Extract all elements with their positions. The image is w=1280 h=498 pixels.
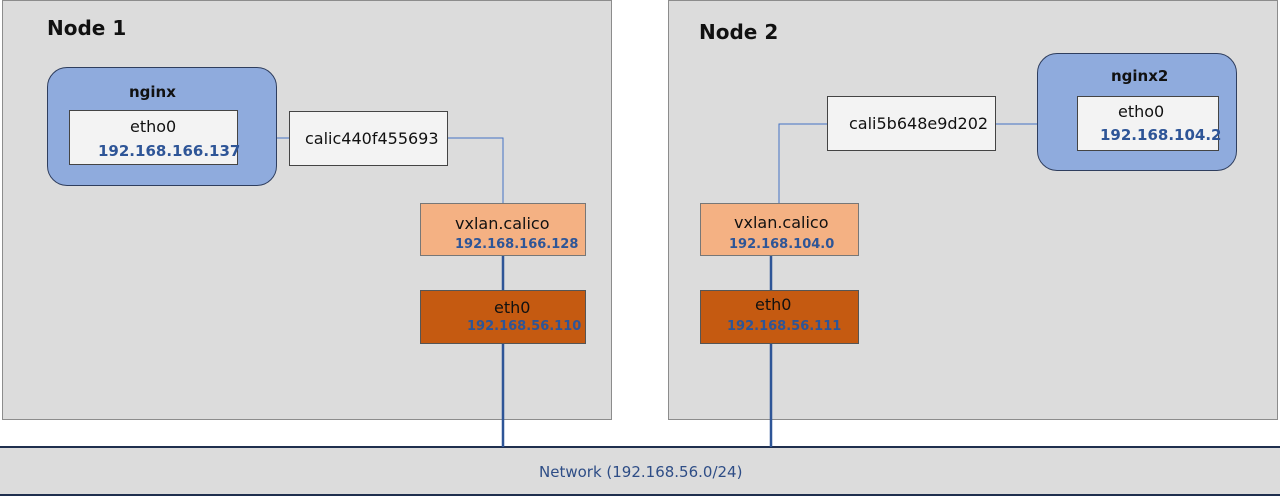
link-n1-veth-vxlan [448,137,504,203]
node-2-vxlan-interface: vxlan.calico 192.168.104.0 [700,203,859,256]
vxlan-name: vxlan.calico [734,213,829,232]
eth-ip: 192.168.56.111 [727,319,842,334]
node-2-title: Node 2 [699,20,779,44]
eth-name: eth0 [755,295,792,314]
node-2-pod-interface: etho0 192.168.104.2 [1077,96,1222,151]
veth-name: calic440f455693 [305,129,439,148]
pod-name: nginx2 [1111,67,1169,85]
eth-name: eth0 [494,298,531,317]
vxlan-ip: 192.168.104.0 [729,237,835,252]
pod-ip: 192.168.166.137 [98,142,241,160]
pod-ip: 192.168.104.2 [1100,126,1222,144]
network-label: Network (192.168.56.0/24) [539,463,743,481]
vxlan-name: vxlan.calico [455,214,550,233]
node-1-vxlan-interface: vxlan.calico 192.168.166.128 [420,203,586,256]
node-1-title: Node 1 [47,16,127,40]
link-n2-veth-vxlan [778,123,827,203]
network-bar: Network (192.168.56.0/24) [0,446,1280,496]
vxlan-ip: 192.168.166.128 [455,237,579,252]
node-1-eth-interface: eth0 192.168.56.110 [420,290,586,344]
eth-ip: 192.168.56.110 [467,319,582,334]
pod-name: nginx [129,83,176,101]
node-2-veth-interface: cali5b648e9d202 [827,96,996,151]
node-1-veth-interface: calic440f455693 [289,111,448,166]
node-2-eth-interface: eth0 192.168.56.111 [700,290,859,344]
node-1-pod-interface: etho0 192.168.166.137 [69,110,241,165]
pod-interface-name: etho0 [130,117,177,136]
pod-interface-name: etho0 [1118,102,1165,121]
veth-name: cali5b648e9d202 [849,114,989,133]
